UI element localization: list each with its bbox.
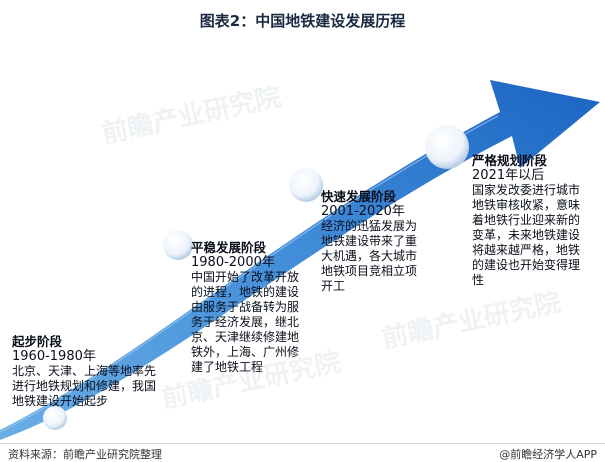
stage-node-1 [43,406,67,430]
source-note: 资料来源：前瞻产业研究院整理 [8,448,162,461]
stage-2: 平稳发展阶段 1980-2000年 中国开始了改革开放 的进程，地铁的建设 由服… [191,240,313,375]
growth-arrow [0,80,600,440]
stage-name: 严格规划阶段 [472,153,548,168]
stage-description: 经济的迅猛发展为 地铁建设带来了重 大机遇，各大城市 地铁项目竞相立项 开工 [321,219,418,293]
stage-node-3 [289,168,323,202]
stage-name: 平稳发展阶段 [191,240,267,255]
stage-years: 1960-1980年 [12,349,96,364]
stage-description: 中国开始了改革开放 的进程，地铁的建设 由服务于战备转为服 务于经济发展，继北 … [191,270,300,374]
stage-years: 2001-2020年 [321,204,405,219]
stage-name: 起步阶段 [12,334,63,349]
chart-title: 图表2：中国地铁建设发展历程 [199,12,406,30]
stage-years: 1980-2000年 [191,255,275,270]
stage-years: 2021年以后 [472,168,545,183]
stage-node-4 [425,125,469,169]
brand-credit: @前瞻经济学人APP [499,448,597,461]
stage-1: 起步阶段 1960-1980年 北京、天津、上海等地率先 进行地铁规划和修建，我… [12,334,192,409]
stage-3: 快速发展阶段 2001-2020年 经济的迅猛发展为 地铁建设带来了重 大机遇，… [321,189,433,294]
stage-node-2 [163,230,193,260]
arrow-highlight [0,115,499,433]
stage-name: 快速发展阶段 [321,189,397,204]
footer: 资料来源：前瞻产业研究院整理 @前瞻经济学人APP [0,443,605,462]
stage-description: 北京、天津、上海等地率先 进行地铁规划和修建，我国 地铁建设开始起步 [12,364,157,408]
stage-description: 国家发改委进行城市 地铁审核收紧，意味 着地铁行业迎来新的 变革，未来地铁建设 … [472,183,581,287]
stage-4: 严格规划阶段 2021年以后 国家发改委进行城市 地铁审核收紧，意味 着地铁行业… [472,153,598,288]
